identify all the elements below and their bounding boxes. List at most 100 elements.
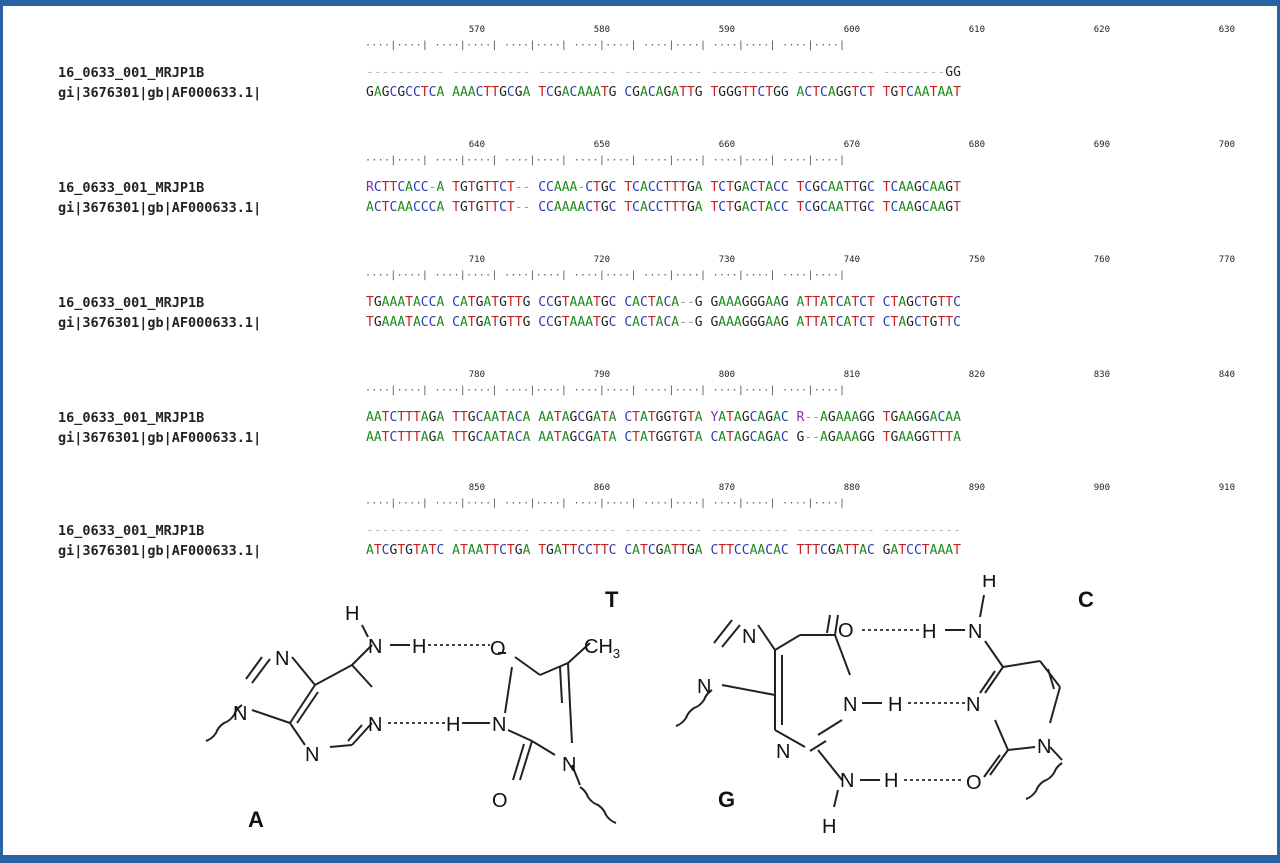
ruler-number: 650 [593,140,610,150]
ruler-number: 590 [718,25,735,35]
sequence-name: gi|3676301|gb|AF000633.1| [58,315,262,331]
top-border [0,0,1280,6]
svg-text:N: N [966,694,980,716]
ruler-number: 810 [843,370,860,380]
ruler-number: 840 [1218,370,1235,380]
ruler-number: 750 [968,255,985,265]
ruler-number: 620 [1093,25,1110,35]
svg-text:N: N [776,741,790,763]
ruler-number: 670 [843,140,860,150]
ruler-number: 630 [1218,25,1235,35]
sequence-row: ---------- ---------- ---------- -------… [366,523,961,538]
a-t-hydrogen-bonds [388,644,490,724]
cytosine-atoms: H N H N N O [922,575,1051,794]
thymine-atoms: O H N N O CH3 [446,636,620,812]
base-pairing-diagram: T C A G N H [0,575,1280,855]
ruler-ticks: ····|····| ····|····| ····|····| ····|··… [365,155,846,166]
ruler-ticks: ····|····| ····|····| ····|····| ····|··… [365,40,846,51]
svg-text:N: N [233,703,247,725]
sequence-name: 16_0633_001_MRJP1B [58,295,205,311]
svg-text:N: N [562,754,576,776]
ruler-number: 680 [968,140,985,150]
label-T: T [605,587,619,612]
sequence-row: ATCGTGTATC ATAATTCTGA TGATTCCTTC CATCGAT… [366,543,961,558]
sequence-row: AATCTTTAGA TTGCAATACA AATAGCGATA CTATGGT… [366,430,961,445]
ruler-number: 570 [468,25,485,35]
label-G: G [718,787,735,812]
cytosine-structure [945,594,1063,800]
sequence-row: TGAAATACCA CATGATGTTG CCGTAAATGC CACTACA… [366,315,961,330]
svg-text:N: N [742,626,756,648]
ruler-number: 640 [468,140,485,150]
svg-text:N: N [697,676,711,698]
guanine-atoms: O N N N H N N H H [697,620,902,838]
svg-text:H: H [446,714,460,736]
ruler-number: 610 [968,25,985,35]
ruler-ticks: ····|····| ····|····| ····|····| ····|··… [365,385,846,396]
svg-text:N: N [840,770,854,792]
ruler-number: 710 [468,255,485,265]
thymine-structure [498,642,617,824]
svg-text:N: N [368,714,382,736]
right-border [1277,0,1280,863]
svg-text:H: H [982,575,996,592]
sequence-name: gi|3676301|gb|AF000633.1| [58,430,262,446]
svg-text:O: O [492,790,508,812]
sequence-name: 16_0633_001_MRJP1B [58,180,205,196]
ruler-number: 660 [718,140,735,150]
ruler-number: 790 [593,370,610,380]
svg-text:CH3: CH3 [584,636,620,661]
left-border [0,0,3,863]
ruler-number: 820 [968,370,985,380]
sequence-name: gi|3676301|gb|AF000633.1| [58,200,262,216]
ruler-number: 600 [843,25,860,35]
sequence-name: 16_0633_001_MRJP1B [58,65,205,81]
sequence-row: ACTCAACCCA TGTGTTCT-- CCAAAACTGC TCACCTT… [366,200,961,215]
sequence-name: 16_0633_001_MRJP1B [58,410,205,426]
svg-text:O: O [490,638,506,660]
ruler-number: 770 [1218,255,1235,265]
svg-text:N: N [1037,736,1051,758]
sequence-row: GAGCGCCTCA AAACTTGCGA TCGACAAATG CGACAGA… [366,85,961,100]
ruler-ticks: ····|····| ····|····| ····|····| ····|··… [365,498,846,509]
svg-text:H: H [345,603,359,625]
sequence-row: AATCTTTAGA TTGCAATACA AATAGCGATA CTATGGT… [366,410,961,425]
ruler-number: 910 [1218,483,1235,493]
g-c-hydrogen-bonds [862,629,965,781]
ruler-number: 880 [843,483,860,493]
guanine-structure [675,614,882,808]
svg-text:H: H [412,636,426,658]
ruler-number: 730 [718,255,735,265]
ruler-number: 780 [468,370,485,380]
svg-text:N: N [843,694,857,716]
svg-text:H: H [922,621,936,643]
ruler-number: 850 [468,483,485,493]
label-A: A [248,807,264,832]
ruler-number: 700 [1218,140,1235,150]
ruler-number: 740 [843,255,860,265]
sequence-row: RCTTCACC-A TGTGTTCT-- CCAAA-CTGC TCACCTT… [366,180,961,195]
svg-text:O: O [838,620,854,642]
ruler-number: 890 [968,483,985,493]
ruler-ticks: ····|····| ····|····| ····|····| ····|··… [365,270,846,281]
bottom-border [0,855,1280,863]
adenine-structure [205,624,410,748]
adenine-atoms: N H H N N N N [233,603,426,766]
svg-text:N: N [968,621,982,643]
svg-text:N: N [275,648,289,670]
svg-text:O: O [966,772,982,794]
sequence-row: TGAAATACCA CATGATGTTG CCGTAAATGC CACTACA… [366,295,961,310]
ruler-number: 860 [593,483,610,493]
label-C: C [1078,587,1094,612]
ruler-number: 760 [1093,255,1110,265]
svg-text:N: N [368,636,382,658]
ruler-number: 870 [718,483,735,493]
svg-text:N: N [305,744,319,766]
sequence-name: gi|3676301|gb|AF000633.1| [58,543,262,559]
ruler-number: 830 [1093,370,1110,380]
